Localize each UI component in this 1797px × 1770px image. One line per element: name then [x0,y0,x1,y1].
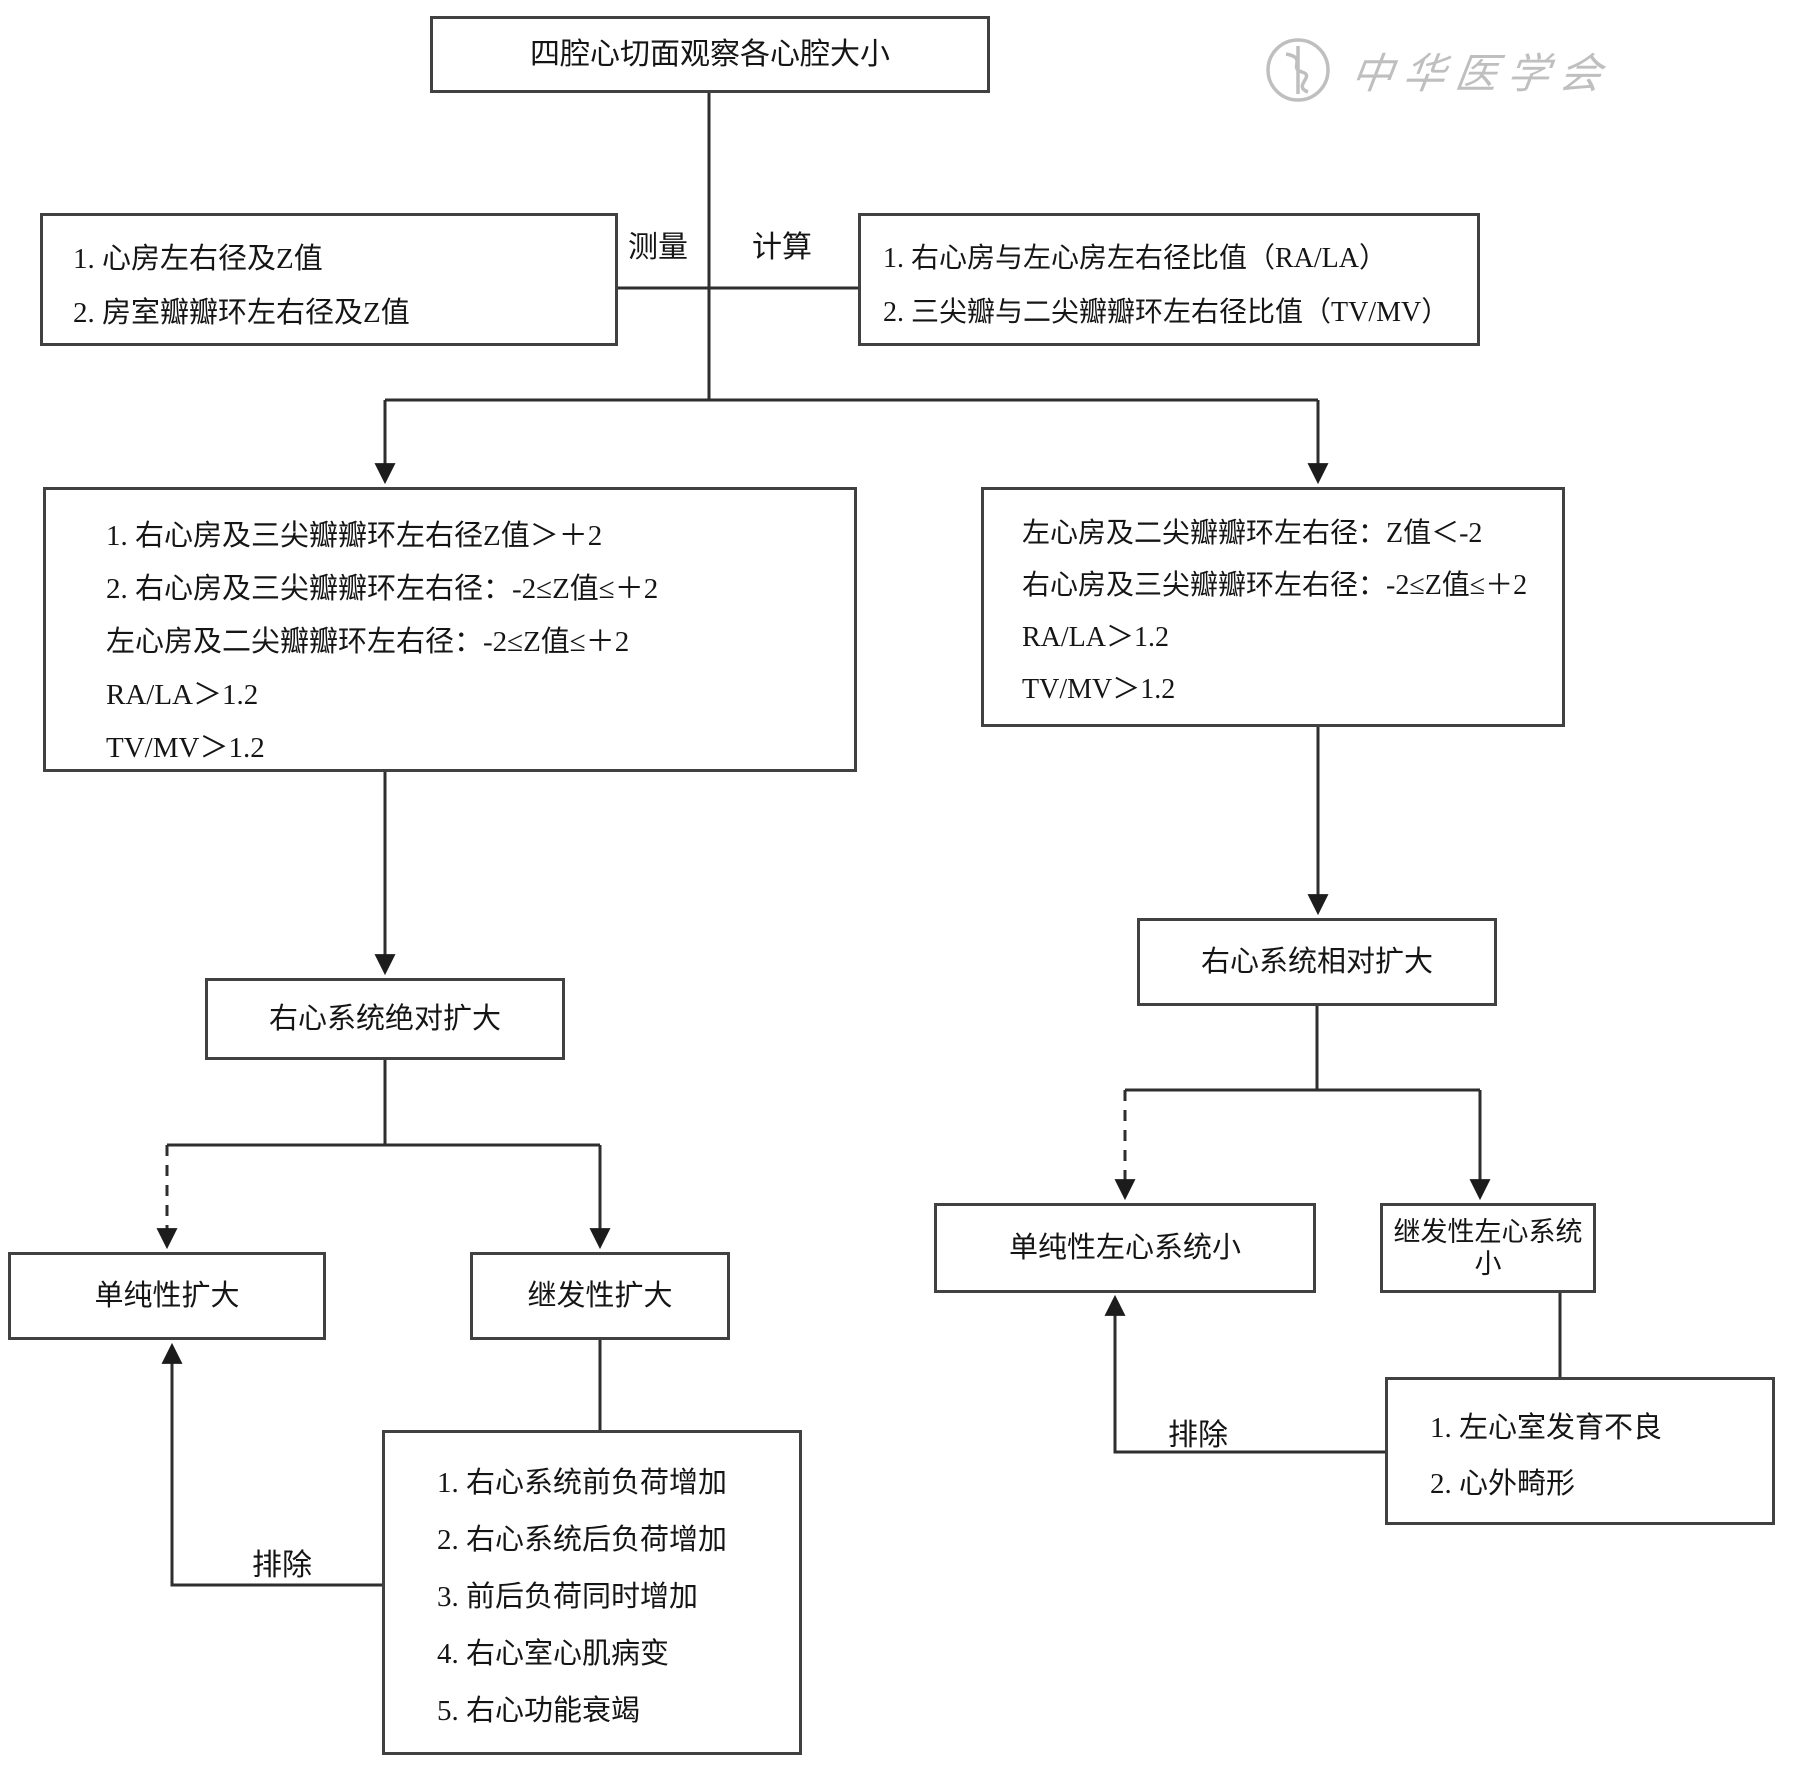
secondary-enlargement-box: 继发性扩大 [470,1252,730,1340]
simple-small-left-heart-text: 单纯性左心系统小 [1008,1231,1241,1264]
left-criteria-item: 1. 右心房及三尖瓣瓣环左右径Z值＞＋2 [106,520,603,552]
cause-item: 1. 左心室发育不良 [1430,1412,1663,1444]
exclude-right-label: 排除 [1168,1419,1228,1452]
measurement-box: 1. 心房左右径及Z值 2. 房室瓣瓣环左右径及Z值 [40,213,618,346]
secondary-small-left-heart-box: 继发性左心系统小 [1380,1203,1596,1293]
absolute-enlargement-box: 右心系统绝对扩大 [205,978,565,1060]
simple-enlargement-box: 单纯性扩大 [8,1252,326,1340]
connector-absolute-split [167,1060,600,1147]
cause-item: 1. 右心系统前负荷增加 [437,1467,728,1499]
relative-enlargement-text: 右心系统相对扩大 [1200,945,1433,978]
cause-item: 2. 右心系统后负荷增加 [437,1524,728,1556]
calculation-item: 2. 三尖瓣与二尖瓣瓣环左右径比值（TV/MV） [883,297,1450,328]
cause-item: 5. 右心功能衰竭 [437,1695,641,1727]
right-criteria-item: RA/LA＞1.2 [1022,622,1170,653]
left-criteria-item: 2. 右心房及三尖瓣瓣环左右径：-2≤Z值≤＋2 [106,573,659,605]
left-criteria-item: 左心房及二尖瓣瓣环左右径：-2≤Z值≤＋2 [106,626,630,658]
measure-edge-label: 测量 [628,231,688,264]
simple-enlargement-text: 单纯性扩大 [94,1279,240,1312]
measurement-item: 1. 心房左右径及Z值 [73,243,323,275]
cause-item: 4. 右心室心肌病变 [437,1638,670,1670]
calculate-edge-label: 计算 [752,231,812,264]
left-criteria-item: TV/MV＞1.2 [106,732,265,764]
small-left-heart-causes-box: 1. 左心室发育不良 2. 心外畸形 [1385,1377,1775,1525]
title-text: 四腔心切面观察各心腔大小 [530,37,890,71]
measurement-item: 2. 房室瓣瓣环左右径及Z值 [73,297,410,329]
connector-relative-split [1125,1006,1480,1092]
cause-item: 3. 前后负荷同时增加 [437,1581,699,1613]
arrow-exclude-right [1104,1294,1385,1454]
left-criteria-item: RA/LA＞1.2 [106,679,259,711]
cma-emblem-icon [1266,38,1330,102]
simple-small-left-heart-box: 单纯性左心系统小 [934,1203,1316,1293]
arrow-exclude-left [161,1342,382,1587]
cma-watermark: 中华医学会 [1262,34,1615,106]
cause-item: 2. 心外畸形 [1430,1468,1576,1500]
absolute-enlargement-text: 右心系统绝对扩大 [268,1002,501,1035]
title-box: 四腔心切面观察各心腔大小 [430,16,990,93]
secondary-small-left-heart-text: 继发性左心系统小 [1393,1216,1583,1279]
calculation-box: 1. 右心房与左心房左右径比值（RA/LA） 2. 三尖瓣与二尖瓣瓣环左右径比值… [858,213,1480,346]
right-criteria-item: TV/MV＞1.2 [1022,674,1176,705]
right-criteria-item: 右心房及三尖瓣瓣环左右径：-2≤Z值≤＋2 [1022,570,1528,601]
secondary-enlargement-causes-box: 1. 右心系统前负荷增加 2. 右心系统后负荷增加 3. 前后负荷同时增加 4.… [382,1430,802,1755]
right-criteria-box: 左心房及二尖瓣瓣环左右径：Z值＜-2 右心房及三尖瓣瓣环左右径：-2≤Z值≤＋2… [981,487,1565,727]
right-criteria-item: 左心房及二尖瓣瓣环左右径：Z值＜-2 [1022,518,1483,549]
secondary-enlargement-text: 继发性扩大 [527,1279,673,1312]
calculation-item: 1. 右心房与左心房左右径比值（RA/LA） [883,243,1388,274]
relative-enlargement-box: 右心系统相对扩大 [1137,918,1497,1006]
left-criteria-box: 1. 右心房及三尖瓣瓣环左右径Z值＞＋2 2. 右心房及三尖瓣瓣环左右径：-2≤… [43,487,857,772]
exclude-left-label: 排除 [252,1549,312,1582]
